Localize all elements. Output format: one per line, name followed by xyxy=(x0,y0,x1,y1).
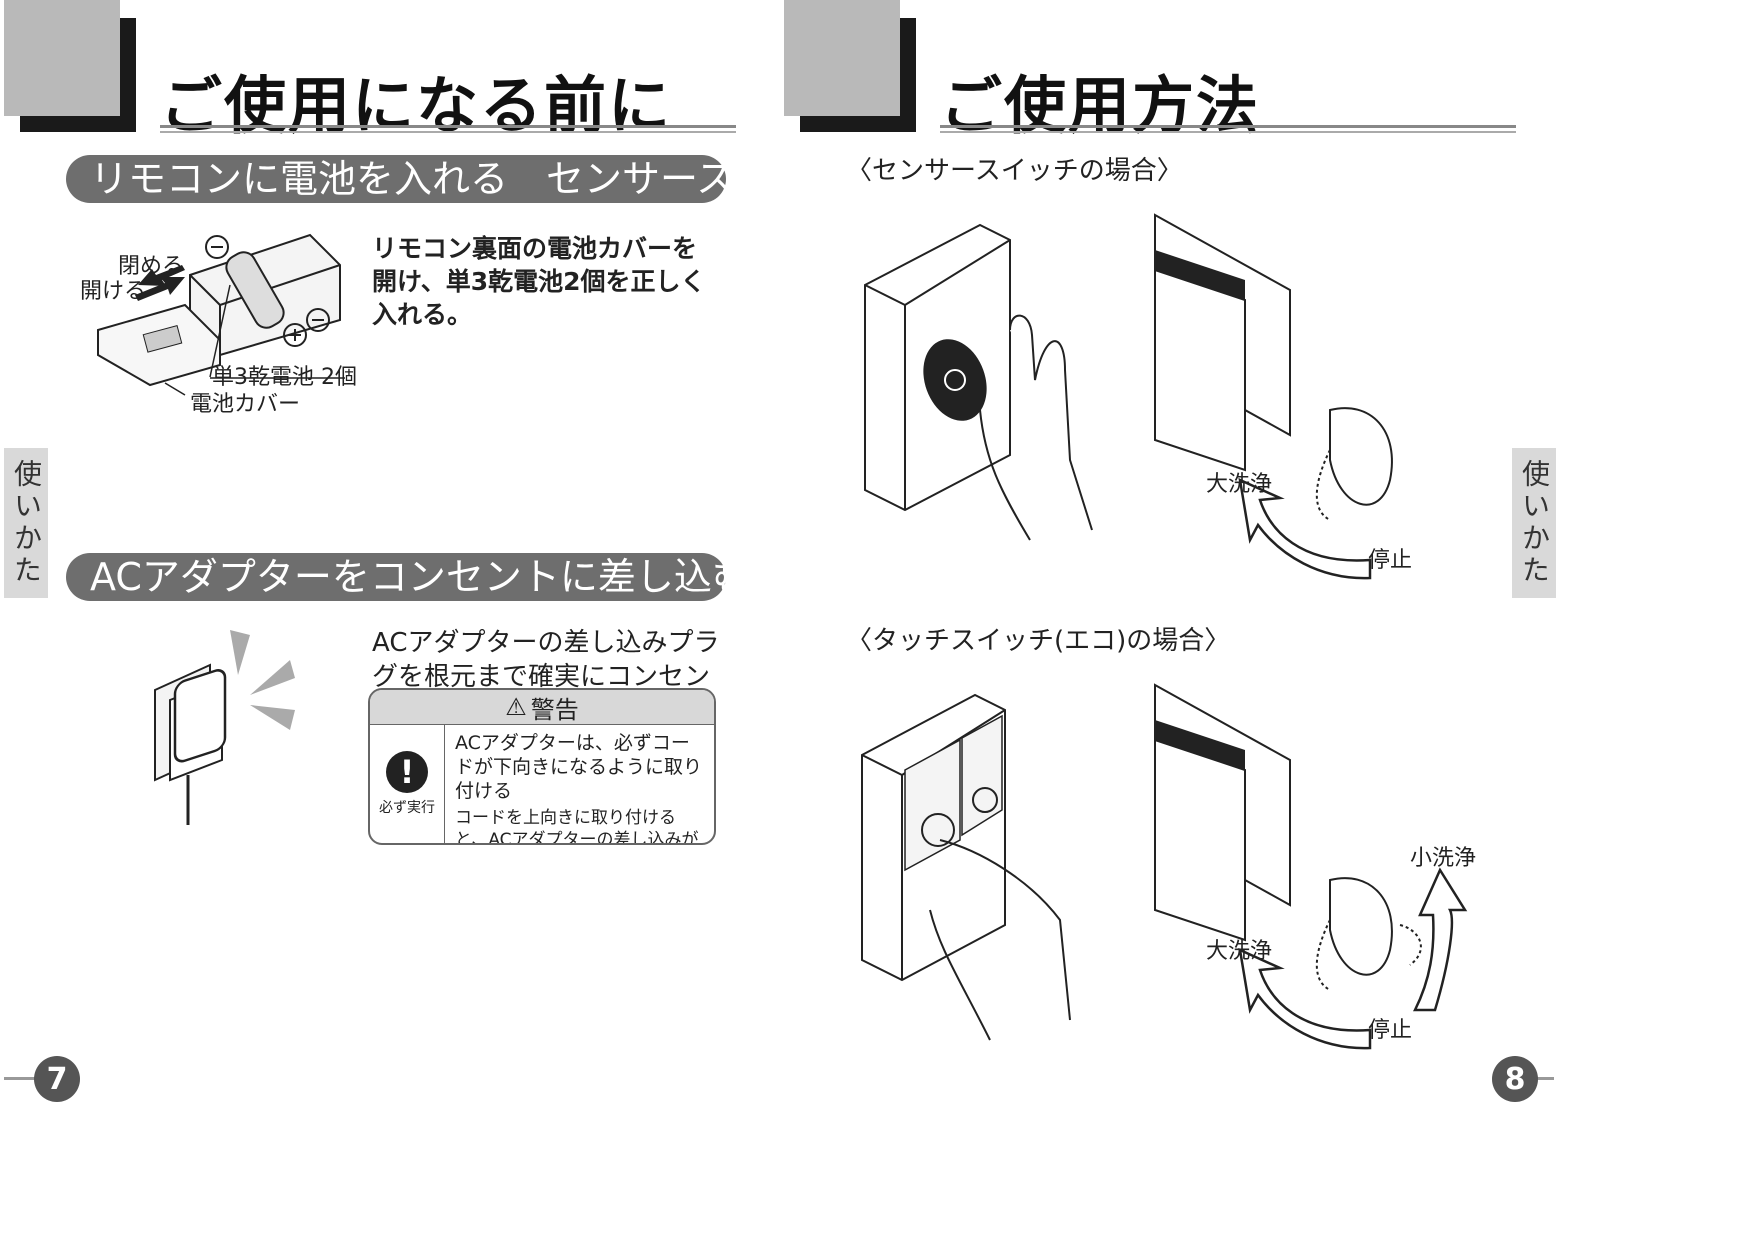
touch-stop-label: 停止 xyxy=(1368,1018,1413,1043)
title-rule xyxy=(940,125,1516,128)
page-number-right: 8 xyxy=(1492,1056,1538,1102)
warning-triangle-icon: ⚠ xyxy=(505,693,527,721)
bottom-rule-left xyxy=(4,1077,44,1080)
label-close: 閉める xyxy=(118,254,185,279)
side-tab-right[interactable]: 使いかた xyxy=(1512,448,1556,598)
title-rule xyxy=(160,125,736,128)
bottom-rule-right xyxy=(1530,1077,1554,1080)
label-battery: 単3乾電池 2個 xyxy=(212,365,357,390)
sensor-case-heading: 〈センサースイッチの場合〉 xyxy=(846,156,1183,186)
exclamation-icon: ! xyxy=(386,751,428,793)
touch-switch-illustration xyxy=(861,683,1468,1050)
sensor-switch-illustration xyxy=(864,213,1393,580)
touch-case-heading: 〈タッチスイッチ(エコ)の場合〉 xyxy=(846,626,1231,656)
sensor-stop-label: 停止 xyxy=(1368,548,1413,573)
warning-header-label: 警告 xyxy=(530,695,579,724)
sensor-big-flush-label: 大洗浄 xyxy=(1206,472,1273,497)
warning-header: ⚠ 警告 xyxy=(370,690,714,725)
title-rule xyxy=(940,131,1516,133)
section-heading-adapter: ACアダプターをコンセントに差し込む xyxy=(66,553,750,601)
warning-title: ACアダプターは、必ずコードが下向きになるように取り付ける xyxy=(455,732,703,802)
page-title-left: ご使用になる前に xyxy=(160,69,673,142)
page-number-left: 7 xyxy=(34,1056,80,1102)
label-battery-cover: 電池カバー xyxy=(190,392,301,417)
title-block-light xyxy=(4,0,120,116)
mandatory-column: ! 必ず実行 xyxy=(370,725,445,843)
warning-box: ⚠ 警告 ! 必ず実行 ACアダプターは、必ずコードが下向きになるように取り付け… xyxy=(368,688,716,845)
battery-instruction: リモコン裏面の電池カバーを開け、単3乾電池2個を正しく入れる。 xyxy=(372,234,706,329)
mandatory-label: 必ず実行 xyxy=(379,800,435,816)
battery-illustration xyxy=(97,233,345,396)
warning-detail: コードを上向きに取り付けると、ACアダプターの差し込みがあまくなり、感電の原因に… xyxy=(455,808,699,845)
title-rule xyxy=(160,131,736,133)
touch-big-flush-label: 大洗浄 xyxy=(1206,939,1273,964)
label-open: 開ける xyxy=(80,279,147,304)
touch-small-flush-label: 小洗浄 xyxy=(1410,846,1477,871)
section-heading-battery: リモコンに電池を入れる センサースイッチのみ xyxy=(66,155,924,203)
title-block-light xyxy=(784,0,900,116)
side-tab-left[interactable]: 使いかた xyxy=(4,448,48,598)
ac-adapter-illustration xyxy=(154,630,295,825)
page-title-right: ご使用方法 xyxy=(940,69,1261,142)
